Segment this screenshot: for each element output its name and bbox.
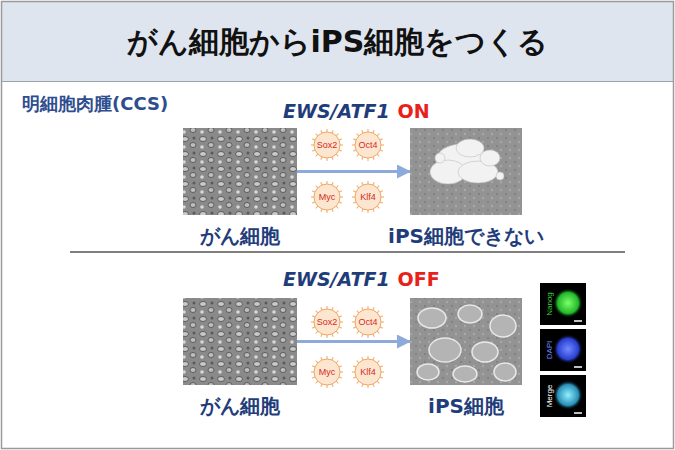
fluorescence-panel: DAPI [540, 329, 586, 371]
micrograph-box: iPS細胞できない [410, 128, 522, 215]
factor-name: Sox2 [317, 317, 338, 327]
factor-badge: Sox2 [312, 130, 342, 160]
gene-name: EWS/ATF1 [283, 268, 390, 290]
factor-name: Klf4 [360, 192, 376, 202]
badge-circle [314, 309, 340, 335]
factor-name: Sox2 [317, 140, 338, 150]
image-caption: がん細胞 [200, 223, 280, 250]
process-arrow [297, 170, 410, 173]
fluorescence-panel: Merge [540, 375, 586, 417]
micrograph-box: がん細胞 [183, 128, 297, 215]
badge-circle [355, 359, 381, 385]
factor-badge: Klf4 [353, 357, 383, 387]
stain-name: DAPI [545, 341, 554, 360]
title: がん細胞からiPS細胞をつくる [0, 22, 675, 63]
image-caption: がん細胞 [200, 393, 280, 420]
image-caption: iPS細胞できない [388, 223, 544, 250]
factor-badge: Oct4 [353, 130, 383, 160]
section-label: 明細胞肉腫(CCS) [22, 92, 168, 116]
factor-badge: Sox2 [312, 307, 342, 337]
image-caption: iPS細胞 [428, 393, 504, 420]
factor-name: Myc [319, 192, 336, 202]
factor-name: Klf4 [360, 367, 376, 377]
process-arrow [297, 340, 410, 343]
badge-circle [355, 184, 381, 210]
micrograph-box: iPS細胞 [410, 298, 522, 385]
gene-name: EWS/ATF1 [283, 100, 390, 122]
factor-badge: Myc [312, 182, 342, 212]
factor-badge: Oct4 [353, 307, 383, 337]
badge-circle [355, 132, 381, 158]
badge-circle [314, 184, 340, 210]
micrograph-box: がん細胞 [183, 298, 297, 385]
factor-name: Myc [319, 367, 336, 377]
badge-circle [355, 309, 381, 335]
stain-name: Nanog [545, 292, 554, 316]
fluorescence-panel: Nanog [540, 283, 586, 325]
badge-circle [314, 359, 340, 385]
factor-name: Oct4 [358, 317, 377, 327]
state-label: OFF [398, 268, 440, 290]
stain-name: Merge [545, 385, 554, 408]
factor-name: Oct4 [358, 140, 377, 150]
factor-badge: Klf4 [353, 182, 383, 212]
state-label: ON [398, 100, 430, 122]
factor-badge: Myc [312, 357, 342, 387]
badge-circle [314, 132, 340, 158]
